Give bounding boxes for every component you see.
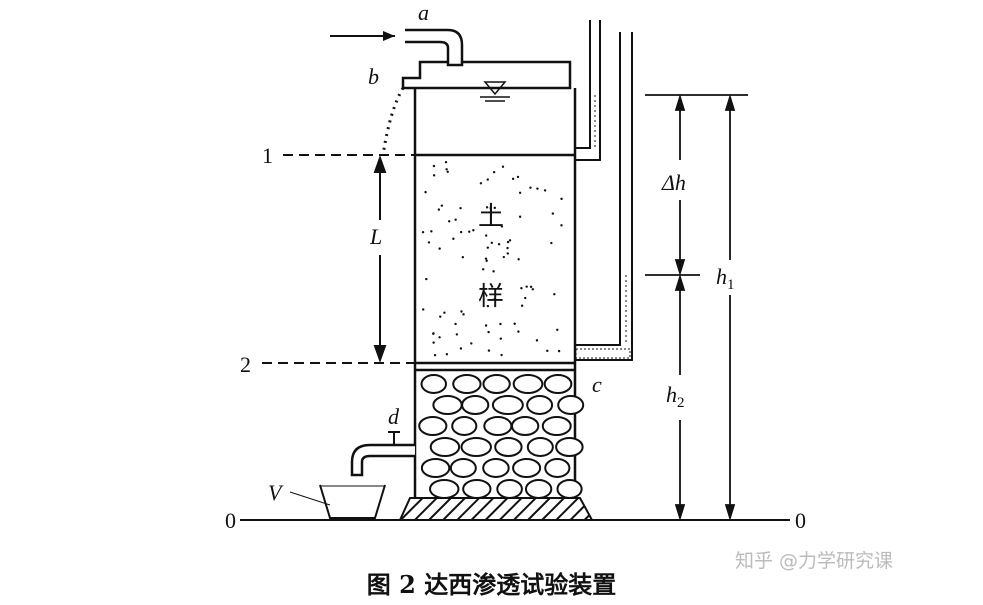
label-c: c [592, 372, 602, 397]
label-v: V [268, 480, 284, 505]
overflow-stream [381, 87, 405, 156]
label-datum-right: 0 [795, 508, 806, 533]
gravel-layer [418, 374, 585, 499]
soil-label-1: 土 [478, 202, 504, 232]
cylinder [401, 60, 577, 498]
watermark: 知乎 @力学研究课 [735, 550, 894, 572]
label-datum-left: 0 [225, 508, 236, 533]
length-dimension [373, 155, 387, 363]
water-level-icon [480, 81, 510, 102]
label-l: L [369, 224, 382, 249]
piezometer-tubes [575, 20, 633, 361]
tube-water [575, 348, 631, 359]
soil-label-2: 样 [478, 282, 504, 312]
label-a: a [418, 0, 429, 25]
label-h2: h2 [666, 382, 685, 411]
base [398, 497, 594, 521]
label-d: d [388, 404, 400, 429]
soil-sample [421, 160, 563, 357]
label-h1: h1 [716, 264, 735, 293]
label-b: b [368, 64, 379, 89]
outlet-pipe [350, 443, 415, 477]
label-delta-h: Δh [661, 170, 686, 195]
head-dimensions [645, 93, 748, 522]
inlet-pipe [405, 28, 464, 67]
label-section-2: 2 [240, 352, 251, 377]
label-section-1: 1 [262, 143, 273, 168]
measuring-beaker [319, 484, 386, 519]
figure-caption: 图 2 达西渗透试验装置 [366, 570, 617, 599]
